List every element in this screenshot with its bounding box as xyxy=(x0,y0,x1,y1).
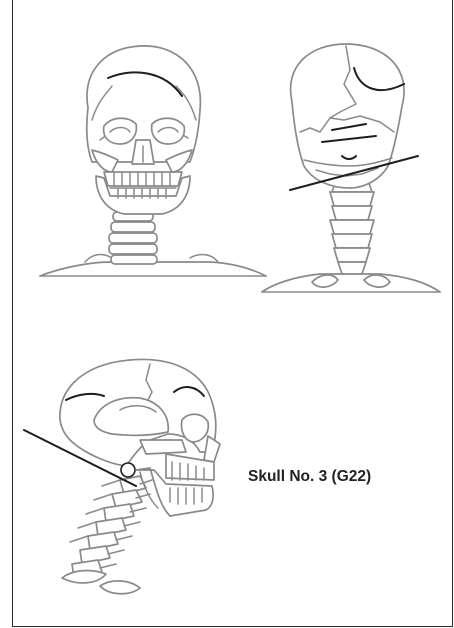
figure-caption: Skull No. 3 (G22) xyxy=(248,468,371,486)
